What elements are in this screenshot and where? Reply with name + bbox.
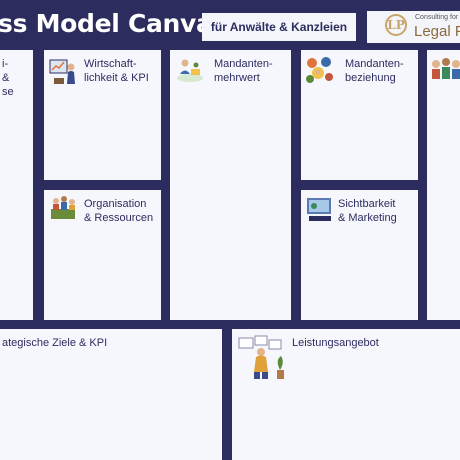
card-mandantenmehrwert[interactable]: Mandanten- mehrwert [170,50,291,320]
office-illustration-icon [238,335,284,379]
target-audience-badge: für Anwälte & Kanzleien [202,13,356,41]
card-leistungsangebot[interactable]: Leistungsangebot [232,329,460,460]
page-title: ss Model Canvas [0,9,228,38]
card-sichtbarkeit-label: Sichtbarkeit & Marketing [338,198,397,224]
chat-illustration-icon [177,59,203,82]
presentation-illustration-icon [49,59,75,84]
card-partial-left-label: i- & se [2,58,14,98]
card-mandantenbeziehung-label: Mandanten- beziehung [345,58,404,84]
card-mandantenbeziehung[interactable]: Mandanten- beziehung [301,50,418,180]
card-strategische-ziele-label: ategische Ziele & KPI [2,337,108,349]
logo-tagline: Consulting for [415,14,459,21]
logo-monogram-icon: LP [385,14,407,36]
card-wirtschaftlichkeit[interactable]: Wirtschaft- lichkeit & KPI [44,50,161,180]
card-leistungsangebot-label: Leistungsangebot [292,337,379,349]
card-mandantenmehrwert-label: Mandanten- mehrwert [214,58,273,84]
card-organisation-label: Organisation & Ressourcen [84,198,154,224]
card-strategische-ziele[interactable]: ategische Ziele & KPI [0,329,222,460]
brand-logo[interactable]: LP Consulting for Legal Pr [367,11,460,43]
card-partial-right[interactable] [427,50,460,320]
card-partial-left[interactable]: i- & se [0,50,33,320]
card-wirtschaftlichkeit-label: Wirtschaft- lichkeit & KPI [84,58,149,84]
logo-wordmark: Legal Pr [414,23,460,40]
team-illustration-icon [51,196,75,219]
marketing-illustration-icon [307,198,331,221]
card-sichtbarkeit[interactable]: Sichtbarkeit & Marketing [301,190,418,320]
audience-illustration-icon [432,58,460,79]
card-organisation[interactable]: Organisation & Ressourcen [44,190,161,320]
people-network-illustration-icon [306,57,333,83]
